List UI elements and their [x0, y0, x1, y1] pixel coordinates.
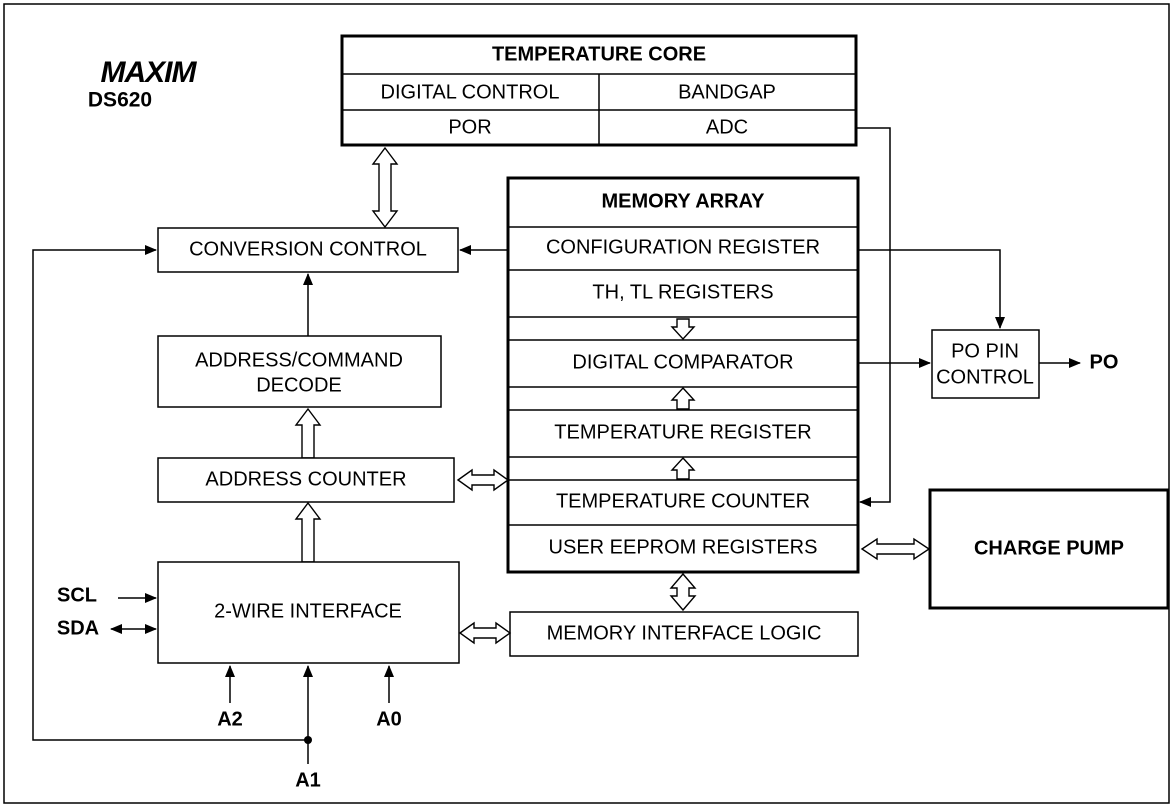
address-counter-label: ADDRESS COUNTER	[205, 468, 406, 490]
a1-to-conversion-arrow	[32, 245, 308, 741]
sda-pin-label: SDA	[57, 617, 99, 639]
two-wire-interface-label: 2-WIRE INTERFACE	[214, 600, 402, 622]
outer-frame	[3, 3, 1170, 804]
address-command-decode-line1: ADDRESS/COMMAND	[195, 349, 403, 371]
part-number: DS620	[88, 89, 152, 112]
config-to-po-control-arrow	[858, 249, 1005, 329]
adc-cell: ADC	[706, 116, 748, 138]
temperature-core-title: TEMPERATURE CORE	[492, 43, 706, 65]
counter-memory-bus-arrow	[456, 468, 510, 492]
two-wire-interface-block	[157, 561, 460, 664]
memory-interface-logic-label: MEMORY INTERFACE LOGIC	[547, 622, 822, 644]
brand-logo-text: MAXIM	[101, 56, 198, 89]
memory-array-title: MEMORY ARRAY	[602, 190, 766, 212]
address-counter-block	[157, 457, 455, 503]
interface-to-counter-arrow	[294, 501, 322, 563]
th-tl-registers-row: TH, TL REGISTERS	[592, 281, 773, 303]
memory-interface-logic-block	[509, 611, 859, 657]
register-to-comparator-arrow	[670, 386, 696, 410]
adc-to-counter-arrow	[856, 127, 891, 507]
temperature-core-block: TEMPERATURE CORE DIGITAL CONTROL BANDGAP…	[340, 34, 858, 147]
charge-pump-block	[928, 488, 1170, 610]
po-pin-control-line1: PO PIN	[951, 340, 1019, 362]
po-pin-label: PO	[1090, 351, 1119, 373]
counter-to-decode-arrow	[294, 407, 322, 459]
po-pin-control-line2: CONTROL	[936, 366, 1034, 388]
conversion-control-block	[157, 227, 459, 273]
address-command-decode-block	[157, 335, 442, 408]
a2-pin-label: A2	[217, 708, 243, 730]
por-cell: POR	[448, 116, 491, 138]
temperature-counter-row: TEMPERATURE COUNTER	[556, 490, 810, 512]
eeprom-charge-pump-bus-arrow	[860, 537, 931, 561]
th-tl-to-comparator-arrow	[670, 318, 696, 341]
a1-pin-label: A1	[295, 769, 321, 791]
conversion-control-label: CONVERSION CONTROL	[189, 238, 427, 260]
scl-pin-label: SCL	[57, 584, 97, 606]
configuration-register-row: CONFIGURATION REGISTER	[546, 236, 820, 258]
interface-memory-logic-bus-arrow	[458, 621, 512, 645]
address-command-decode-line2: DECODE	[256, 374, 342, 396]
memory-array-frame	[506, 176, 860, 574]
bandgap-cell: BANDGAP	[678, 81, 776, 103]
memory-interface-bus-arrow	[669, 572, 697, 612]
user-eeprom-registers-row: USER EEPROM REGISTERS	[549, 536, 818, 558]
temperature-register-row: TEMPERATURE REGISTER	[554, 421, 811, 443]
charge-pump-label: CHARGE PUMP	[974, 537, 1124, 559]
core-conversion-bus-arrow	[371, 146, 399, 229]
counter-to-register-arrow	[670, 456, 696, 480]
a0-pin-label: A0	[376, 708, 402, 730]
po-pin-control-block	[931, 329, 1040, 399]
digital-comparator-row: DIGITAL COMPARATOR	[572, 351, 793, 373]
memory-array-block: MEMORY ARRAY CONFIGURATION REGISTER TH, …	[506, 176, 860, 574]
digital-control-cell: DIGITAL CONTROL	[381, 81, 560, 103]
maxim-logo: MAXIM DS620	[88, 56, 199, 112]
